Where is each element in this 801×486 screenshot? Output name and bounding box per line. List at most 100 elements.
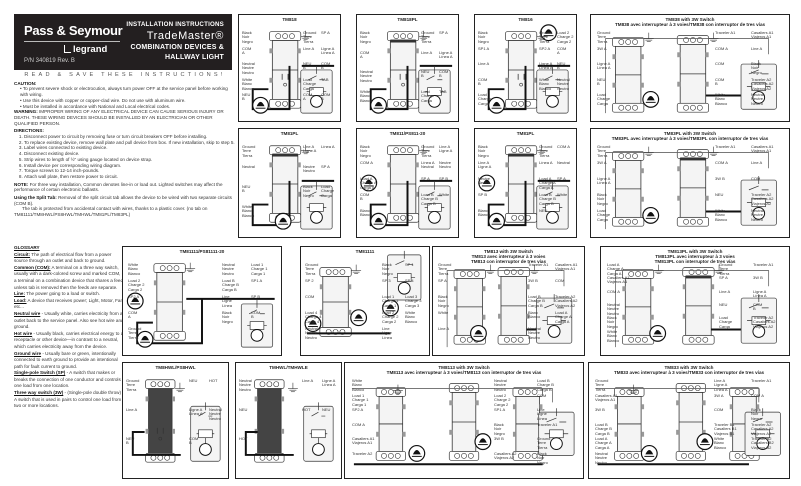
wire-label: SP2 A: [352, 407, 364, 412]
schematic-wiring: [424, 207, 445, 208]
schematic-wiring: [424, 91, 445, 92]
wiring-device: [269, 145, 302, 223]
wire-label: Ligne A Línea A: [753, 289, 767, 299]
screw-icon: [407, 147, 413, 153]
schematic-inset: [744, 408, 781, 456]
wire-label: Line Ligne Línea: [222, 294, 233, 308]
wire-label: White: [557, 192, 568, 197]
wire-label: Line A: [303, 46, 315, 51]
ground-symbol-icon: [393, 384, 403, 394]
schematic-receptacle: [547, 325, 561, 338]
schematic-wiring: [750, 433, 775, 435]
screw-icon: [688, 453, 694, 459]
screw-icon: [618, 153, 625, 159]
wire-label: COM: [555, 278, 565, 283]
wire-label: SP1 A: [251, 278, 263, 283]
wire-label: Load 2 Charge 2 Carga 2: [494, 393, 511, 407]
ground-symbol-icon: [708, 32, 719, 42]
terminal-screw-icon: [533, 48, 537, 54]
wire-label: Neutral Neutre Neutro: [528, 326, 541, 340]
receptacle-face: [517, 73, 525, 87]
lamp-bulb: [492, 101, 501, 107]
wire-label: White: [438, 310, 449, 315]
wire-label: Black Noir Negro: [751, 407, 762, 421]
screw-icon: [393, 33, 400, 39]
terminal-screw-icon: [454, 314, 457, 320]
instructions-text: READ & SAVE THESE INSTRUCTIONS! CAUTION:…: [14, 72, 236, 218]
screw-icon: [289, 147, 295, 153]
schematic-switch: [198, 402, 213, 417]
terminal-screw-icon: [677, 195, 681, 201]
screw-icon: [518, 100, 524, 107]
screw-icon: [531, 453, 538, 459]
schematic-switch: [308, 182, 325, 197]
schematic-switch: [748, 176, 769, 191]
wire-label: COM A: [360, 50, 370, 60]
wire-label: Ligne A Línea A: [322, 378, 336, 388]
screw-icon: [150, 381, 157, 388]
wire-label: COM B: [321, 92, 331, 102]
screw-icon: [734, 389, 741, 395]
wire-label: Casaliers A1 Viajeros A1: [607, 275, 630, 285]
terminal-screw-icon: [612, 196, 616, 202]
terminal-screw-icon: [512, 431, 516, 437]
screw-icon: [618, 104, 625, 111]
terminal-screw-icon: [729, 404, 733, 410]
wire-label: Load Charge Carga: [321, 184, 335, 198]
terminal-screw-icon: [650, 286, 654, 292]
wire-label: Ground Terre Tierra: [438, 262, 452, 276]
screw-icon: [173, 265, 180, 271]
load-lamp-icon: [382, 299, 399, 317]
receptacle-face: [399, 73, 407, 87]
glossary-definition: - Usually bare or green, intentionally c…: [14, 350, 118, 369]
terminal-screw-icon: [153, 280, 157, 286]
wire-label: 3W B: [494, 436, 504, 441]
wire-label: COM: [715, 61, 725, 66]
wire-label: Ground Terre Tierra: [597, 30, 611, 44]
screw-icon: [282, 100, 288, 107]
terminal-screw-icon: [482, 314, 486, 320]
wire-label: Black Noir Negro: [597, 192, 608, 206]
terminal-screw-icon: [482, 286, 486, 292]
diagram-drawing: [351, 383, 575, 466]
lamp-bulb: [374, 101, 383, 107]
hot-wire: [251, 180, 291, 227]
terminal-screw-icon: [512, 404, 516, 410]
wire-label: HOT: [239, 436, 248, 441]
wiring-diagram: TM838 with 3W Switch TM838 avec interrup…: [590, 14, 790, 122]
legrand-logo: legrand: [64, 44, 107, 55]
glossary-title: GLOSSARY: [14, 245, 40, 250]
terminal-screw-icon: [705, 81, 709, 87]
screw-icon: [407, 33, 413, 39]
traveler-wire: [351, 388, 553, 403]
screw-icon: [381, 389, 387, 395]
wiring-device: [497, 267, 530, 345]
wire-label: 3W A: [714, 393, 724, 398]
terminal-screw-icon: [612, 168, 616, 174]
wiring-device: [612, 37, 645, 113]
screw-icon: [325, 269, 332, 275]
wire-label: Black Noir Negro: [438, 294, 449, 308]
diagram-drawing: [360, 144, 453, 230]
screw-icon: [266, 454, 273, 461]
device-body: [257, 388, 282, 454]
subtitle-line-2: HALLWAY LIGHT: [165, 54, 224, 61]
screw-icon: [273, 381, 280, 388]
wire-label: Load 2 Charge 2 Carga 2: [382, 310, 399, 324]
schematic-switch: [544, 66, 561, 81]
wire-label: Ground Terre Tierra: [126, 378, 140, 392]
terminal-screw-icon: [705, 166, 709, 172]
load-lamp-icon: [649, 324, 667, 342]
diagram-title: TM816: [518, 17, 533, 22]
diagram-title: TM81PL: [516, 131, 535, 136]
screw-icon: [642, 271, 648, 277]
direction-step: Attach wall plate, then restore power to…: [24, 174, 236, 180]
wire-label: Línea A: [321, 144, 335, 149]
wire-label: Casaliers A1 Viajeros A1: [751, 30, 774, 40]
wire-label: Neutral Neutre Neutro: [751, 92, 764, 106]
wire-label: SP A: [321, 164, 330, 169]
glossary-definition: - Usually white, carries electricity fro…: [14, 310, 126, 330]
load-lamp-icon: [252, 96, 270, 114]
